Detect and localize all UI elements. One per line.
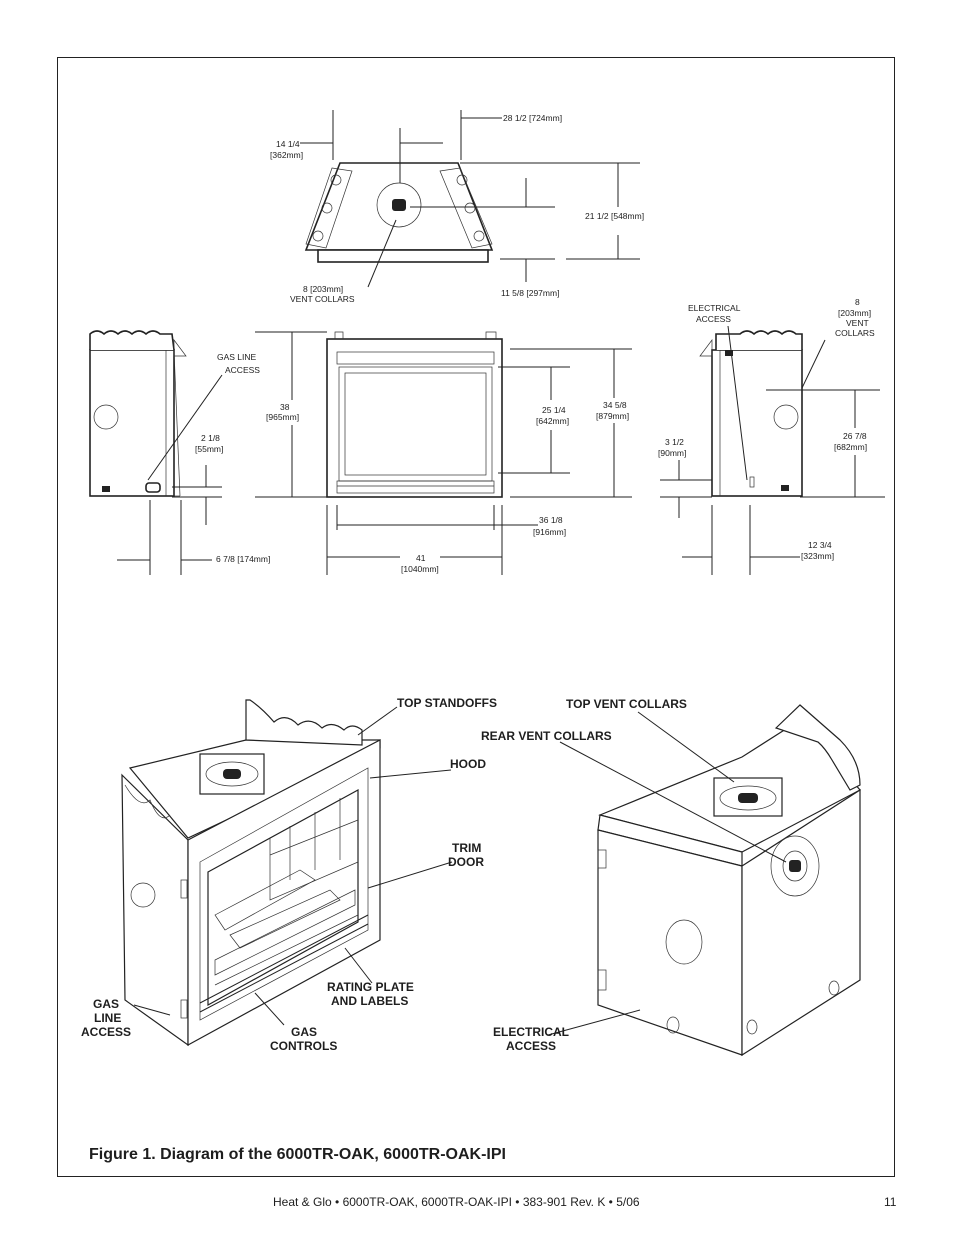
- callout-door: DOOR: [448, 855, 484, 869]
- callout-gas-line-2: LINE: [94, 1011, 121, 1025]
- rear-vent-collar: [770, 835, 820, 897]
- right-side-body: [711, 349, 803, 497]
- front-isometric-view: [121, 699, 453, 1047]
- trim-door: [199, 767, 369, 1021]
- callout-rating-plate-2: AND LABELS: [331, 994, 408, 1008]
- dim-overall-height: 38: [280, 402, 290, 412]
- dim-glass-height-mm: [642mm]: [536, 416, 569, 426]
- callout-rating-plate-1: RATING PLATE: [327, 980, 414, 994]
- front-view-body: [326, 338, 503, 498]
- dim-depth-top: 21 1/2 [548mm]: [585, 211, 644, 221]
- top-standoffs: [245, 699, 363, 746]
- callout-electrical-2: ACCESS: [506, 1039, 556, 1053]
- dim-rear-collar-height: 26 7/8: [843, 431, 867, 441]
- dim-rear-collar-height-mm: [682mm]: [834, 442, 867, 452]
- top-view: [300, 110, 640, 288]
- right-side-view: [660, 325, 885, 575]
- figure-frame: [57, 57, 895, 1177]
- callout-gas-line-1: GAS: [93, 997, 119, 1011]
- left-side-body: [89, 349, 175, 497]
- dim-electrical-height: 3 1/2: [665, 437, 684, 447]
- dim-collar-offset: 14 1/4: [276, 139, 300, 149]
- dim-gas-offset: 6 7/8 [174mm]: [216, 554, 270, 564]
- electrical-access-label-2: ACCESS: [696, 314, 731, 324]
- dim-front-width: 41: [416, 553, 426, 563]
- callout-gas-controls-2: CONTROLS: [270, 1039, 337, 1053]
- dim-gas-height-mm: [55mm]: [195, 444, 223, 454]
- dim-electrical-height-mm: [90mm]: [658, 448, 686, 458]
- dim-inner-width-mm: [916mm]: [533, 527, 566, 537]
- rear-left-face: [597, 829, 743, 1056]
- dim-rear-collar-size: 8: [855, 297, 860, 307]
- callout-gas-controls-1: GAS: [291, 1025, 317, 1039]
- figure-caption: Figure 1. Diagram of the 6000TR-OAK, 600…: [89, 1146, 506, 1163]
- front-view: [255, 331, 632, 575]
- dim-body-height-mm: [879mm]: [596, 411, 629, 421]
- dim-rear-collar-label-2: COLLARS: [835, 328, 875, 338]
- dim-rear-collar-size-mm: [203mm]: [838, 308, 871, 318]
- dim-rear-collar-label-1: VENT: [846, 318, 869, 328]
- left-side-view: [89, 330, 223, 575]
- dim-inner-width: 36 1/8: [539, 515, 563, 525]
- dim-gas-height: 2 1/8: [201, 433, 220, 443]
- dim-rear-collar-offset-mm: [323mm]: [801, 551, 834, 561]
- page-footer: Heat & Glo • 6000TR-OAK, 6000TR-OAK-IPI …: [273, 1195, 640, 1209]
- dim-collar-depth: 11 5/8 [297mm]: [501, 288, 559, 298]
- dim-collar-offset-mm: [362mm]: [270, 150, 303, 160]
- dim-glass-height: 25 1/4: [542, 405, 566, 415]
- dim-overall-width-top: 28 1/2 [724mm]: [503, 113, 562, 123]
- rear-right-face: [741, 788, 861, 1057]
- dim-body-height: 34 5/8: [603, 400, 627, 410]
- dim-vent-collar-size: 8 [203mm]: [303, 284, 343, 294]
- electrical-access-label-1: ELECTRICAL: [688, 303, 741, 313]
- callout-rear-vent-collars: REAR VENT COLLARS: [481, 729, 612, 743]
- callout-trim: TRIM: [452, 841, 481, 855]
- gas-line-access-label-2: ACCESS: [225, 365, 260, 375]
- gas-line-access-label-1: GAS LINE: [217, 352, 257, 362]
- callout-hood: HOOD: [450, 757, 486, 771]
- callout-electrical-1: ELECTRICAL: [493, 1025, 569, 1039]
- dim-rear-collar-offset: 12 3/4: [808, 540, 832, 550]
- dim-front-width-mm: [1040mm]: [401, 564, 439, 574]
- callout-top-vent-collars: TOP VENT COLLARS: [566, 697, 687, 711]
- callout-top-standoffs: TOP STANDOFFS: [397, 696, 497, 710]
- rear-isometric-view: [547, 704, 861, 1057]
- dim-vent-collar-label: VENT COLLARS: [290, 294, 355, 304]
- top-vent-collar: [376, 182, 422, 228]
- callout-gas-line-3: ACCESS: [81, 1025, 131, 1039]
- dim-overall-height-mm: [965mm]: [266, 412, 299, 422]
- page-number: 11: [884, 1195, 897, 1209]
